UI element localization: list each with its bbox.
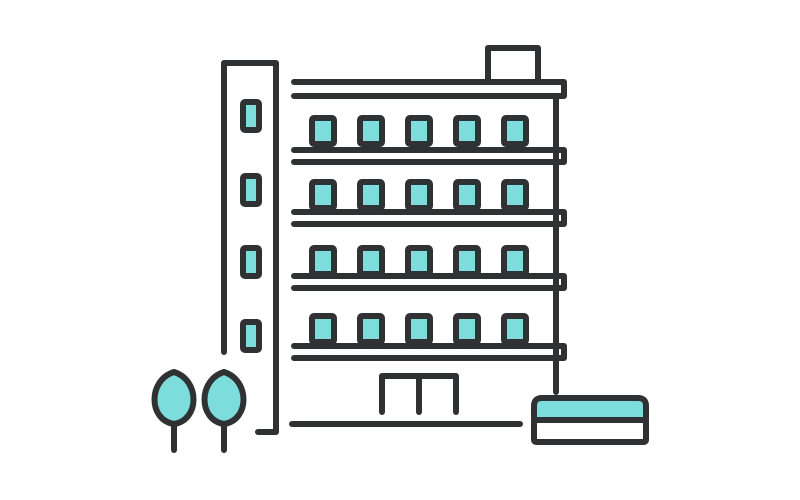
apartment-window: [501, 179, 529, 211]
balcony-slab: [291, 343, 567, 361]
apartment-window: [405, 179, 433, 211]
stair-window: [240, 245, 262, 279]
planter-top: [531, 395, 649, 423]
stair-window: [240, 99, 262, 133]
apartment-window: [405, 115, 433, 147]
balcony-slab: [291, 147, 567, 165]
apartment-window: [501, 245, 529, 277]
roof-slab: [291, 79, 567, 99]
apartment-window: [309, 115, 337, 147]
apartment-window: [309, 245, 337, 277]
apartment-window: [309, 313, 337, 345]
apartment-window: [405, 313, 433, 345]
apartment-window: [357, 313, 385, 345]
apartment-window: [501, 313, 529, 345]
stair-tower: [221, 60, 279, 435]
apartment-window: [453, 245, 481, 277]
balcony-slab: [291, 273, 567, 291]
apartment-window: [309, 179, 337, 211]
planter-base: [531, 417, 649, 445]
roof-chimney: [485, 45, 541, 83]
stair-window: [240, 319, 262, 353]
stair-window: [240, 173, 262, 207]
tree-canopy: [151, 369, 197, 427]
apartment-window: [357, 179, 385, 211]
apartment-window: [501, 115, 529, 147]
tree-canopy: [201, 369, 247, 427]
apartment-window: [453, 179, 481, 211]
apartment-window: [453, 115, 481, 147]
apartment-window: [357, 115, 385, 147]
balcony-slab: [291, 209, 567, 227]
apartment-window: [453, 313, 481, 345]
apartment-window: [405, 245, 433, 277]
apartment-window: [357, 245, 385, 277]
